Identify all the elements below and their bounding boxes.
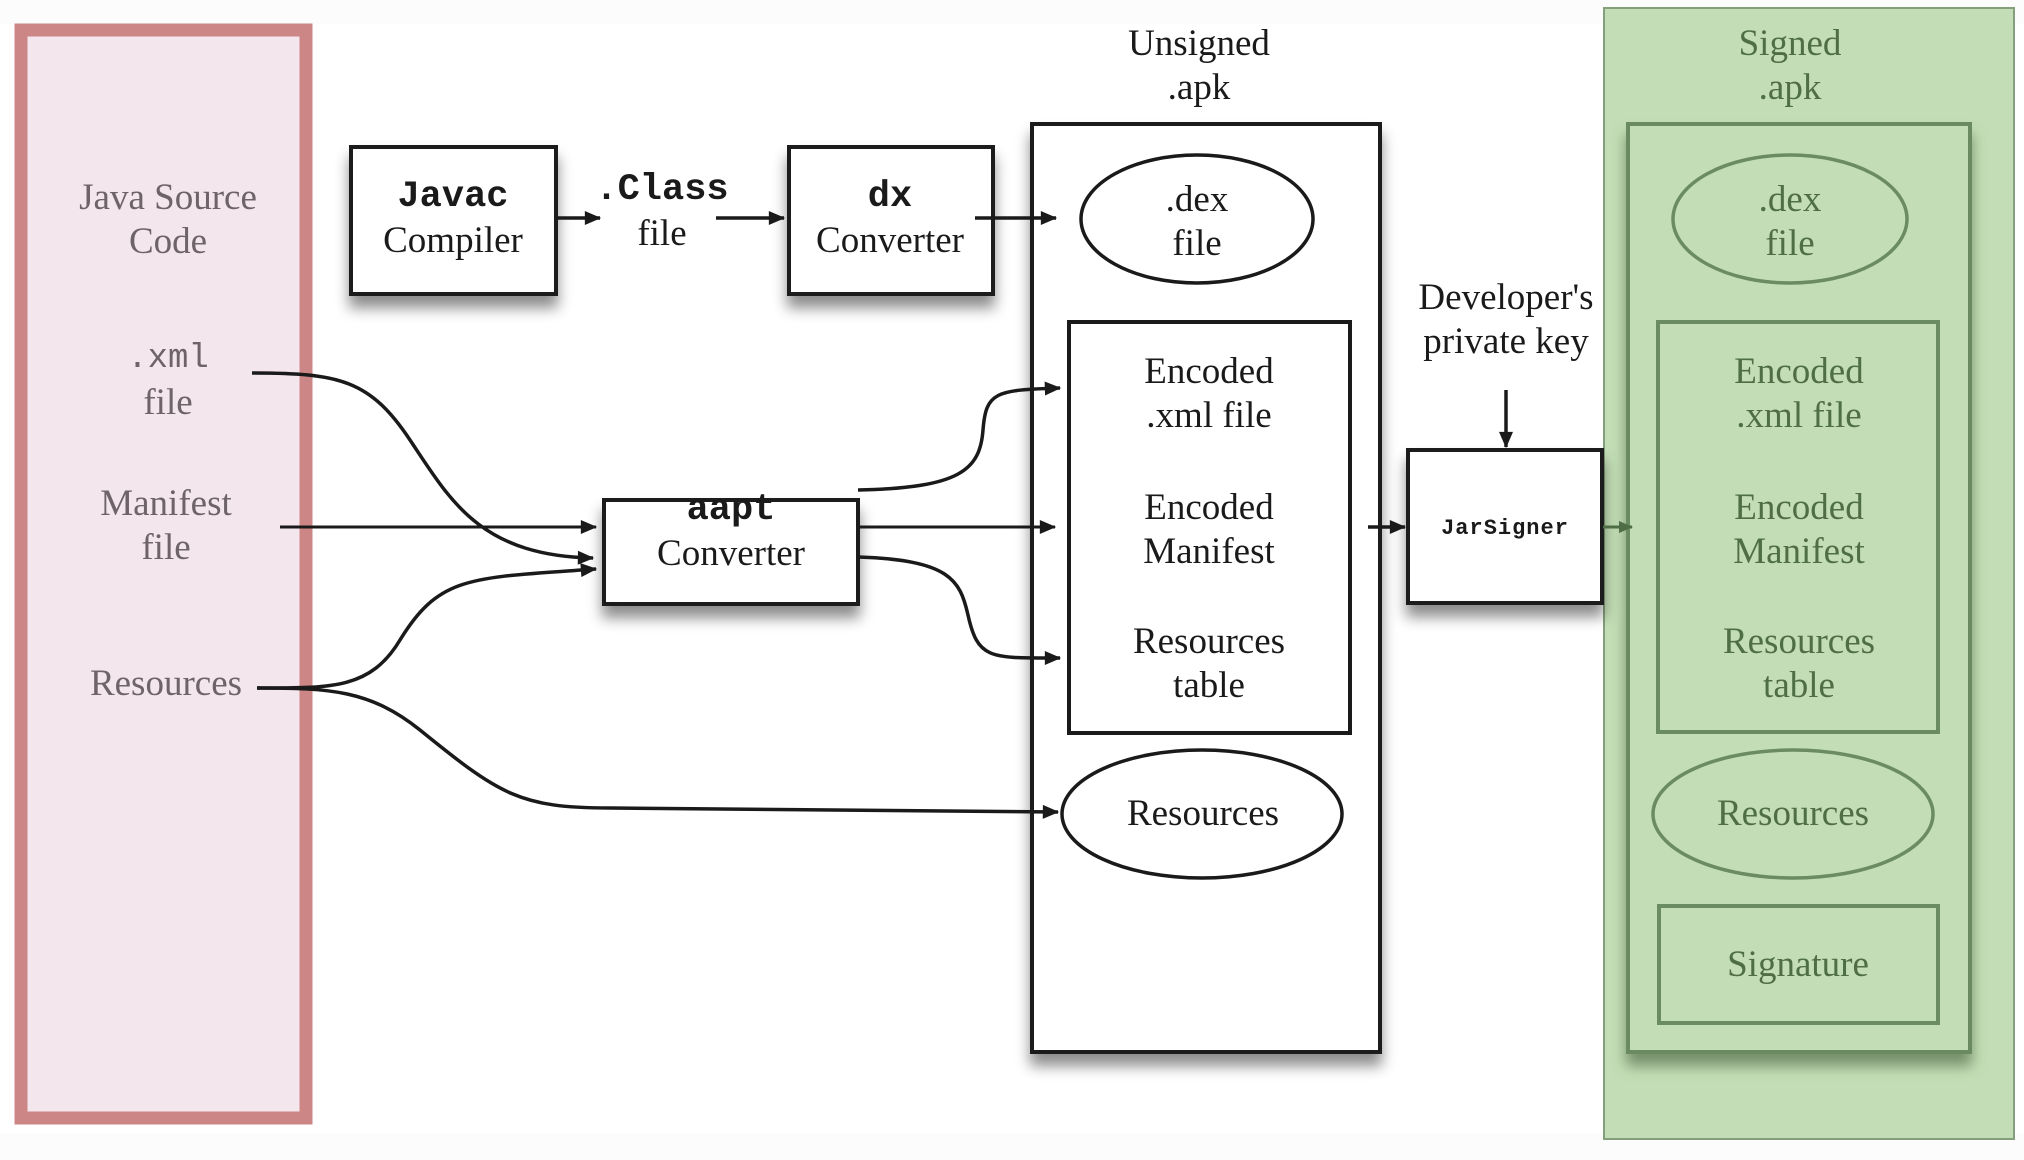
signed-encoded-xml-line2: .xml file xyxy=(1736,395,1862,436)
source-panel xyxy=(14,23,313,1125)
unsigned-encoded-manifest-line1: Encoded xyxy=(1144,487,1274,528)
developer-key-label: Developer's private key xyxy=(1418,276,1593,364)
unsigned-resources-table-label: Resources table xyxy=(1133,620,1285,708)
signed-encoded-box xyxy=(1656,320,1940,734)
signed-dex-label: .dex file xyxy=(1759,178,1822,266)
unsigned-resources-table-line2: table xyxy=(1173,665,1245,706)
class-file-line2: file xyxy=(637,213,687,254)
signed-resources-table-label: Resources table xyxy=(1723,620,1875,708)
signed-encoded-manifest-line2: Manifest xyxy=(1733,531,1865,572)
unsigned-dex-line1: .dex xyxy=(1165,179,1229,220)
unsigned-dex-label: .dex file xyxy=(1166,178,1229,266)
class-file-label: .Class file xyxy=(595,168,728,256)
signed-apk-title: Signed .apk xyxy=(1739,22,1842,110)
signed-title-line2: .apk xyxy=(1758,67,1822,108)
jarsigner-box xyxy=(1406,448,1604,605)
javac-line2: Compiler xyxy=(383,220,523,261)
dx-line1: dx xyxy=(867,176,913,218)
signed-encoded-xml-line1: Encoded xyxy=(1734,351,1864,392)
arrow-resources-to-apk-resources xyxy=(256,686,1060,819)
jarsigner-label: JarSigner xyxy=(1441,516,1569,541)
dx-label: dx Converter xyxy=(816,175,964,263)
unsigned-resources-ellipse xyxy=(1060,748,1344,880)
signed-resources-table-line2: table xyxy=(1763,665,1835,706)
signed-resources-table-line1: Resources xyxy=(1722,621,1876,662)
signed-encoded-manifest-label: Encoded Manifest xyxy=(1733,486,1865,574)
aapt-line1: aapt xyxy=(686,489,776,531)
unsigned-dex-ellipse xyxy=(1079,153,1315,285)
xml-file-label: .xml file xyxy=(127,337,209,425)
xml-file-line1: .xml xyxy=(127,340,209,378)
java-source-line1: Java Source xyxy=(79,177,257,218)
unsigned-encoded-manifest-label: Encoded Manifest xyxy=(1143,486,1275,574)
manifest-file-line2: file xyxy=(141,527,191,568)
unsigned-resources-label: Resources xyxy=(1126,793,1280,834)
unsigned-dex-line2: file xyxy=(1172,223,1222,264)
signed-dex-line2: file xyxy=(1765,223,1815,264)
unsigned-encoded-box xyxy=(1067,320,1352,735)
javac-line1: Javac xyxy=(397,176,509,218)
javac-compiler-box xyxy=(349,145,558,296)
signed-resources-ellipse xyxy=(1651,748,1935,880)
signed-encoded-manifest-line1: Encoded xyxy=(1734,487,1864,528)
manifest-file-line1: Manifest xyxy=(100,483,232,524)
signed-dex-ellipse xyxy=(1671,153,1909,285)
aapt-label: aapt Converter xyxy=(657,488,805,576)
xml-file-line2: file xyxy=(143,382,193,423)
java-source-line2: Code xyxy=(128,221,208,262)
signed-dex-line1: .dex xyxy=(1758,179,1822,220)
arrow-aapt-to-encoded-xml xyxy=(857,381,1062,492)
aapt-line2: Converter xyxy=(657,533,805,574)
resources-source-line1: Resources xyxy=(89,663,243,704)
java-source-code-label: Java Source Code xyxy=(79,176,257,264)
aapt-converter-box xyxy=(602,498,860,606)
unsigned-encoded-xml-label: Encoded .xml file xyxy=(1144,350,1273,438)
manifest-file-label: Manifest file xyxy=(100,482,232,570)
unsigned-title-line2: .apk xyxy=(1167,67,1231,108)
resources-source-label: Resources xyxy=(90,662,242,706)
signed-title-line1: Signed xyxy=(1738,23,1842,64)
signed-encoded-xml-label: Encoded .xml file xyxy=(1734,350,1863,438)
developer-key-line1: Developer's xyxy=(1418,277,1594,318)
unsigned-title-line1: Unsigned xyxy=(1128,23,1270,64)
signature-label: Signature xyxy=(1727,944,1869,985)
developer-key-line2: private key xyxy=(1423,321,1589,362)
dx-line2: Converter xyxy=(816,220,964,261)
signed-resources-label: Resources xyxy=(1716,793,1870,834)
arrow-aapt-to-resources-table xyxy=(857,555,1062,666)
unsigned-apk-title: Unsigned .apk xyxy=(1128,22,1270,110)
unsigned-encoded-manifest-line2: Manifest xyxy=(1143,531,1275,572)
unsigned-resources-table-line1: Resources xyxy=(1132,621,1286,662)
unsigned-encoded-xml-line2: .xml file xyxy=(1146,395,1272,436)
arrow-xml-to-aapt xyxy=(251,371,595,565)
signature-box xyxy=(1657,904,1940,1025)
class-file-line1: .Class xyxy=(595,169,729,211)
arrow-resources-to-aapt xyxy=(256,563,598,690)
unsigned-encoded-xml-line1: Encoded xyxy=(1144,351,1274,392)
dx-converter-box xyxy=(787,145,995,296)
javac-label: Javac Compiler xyxy=(383,175,523,263)
